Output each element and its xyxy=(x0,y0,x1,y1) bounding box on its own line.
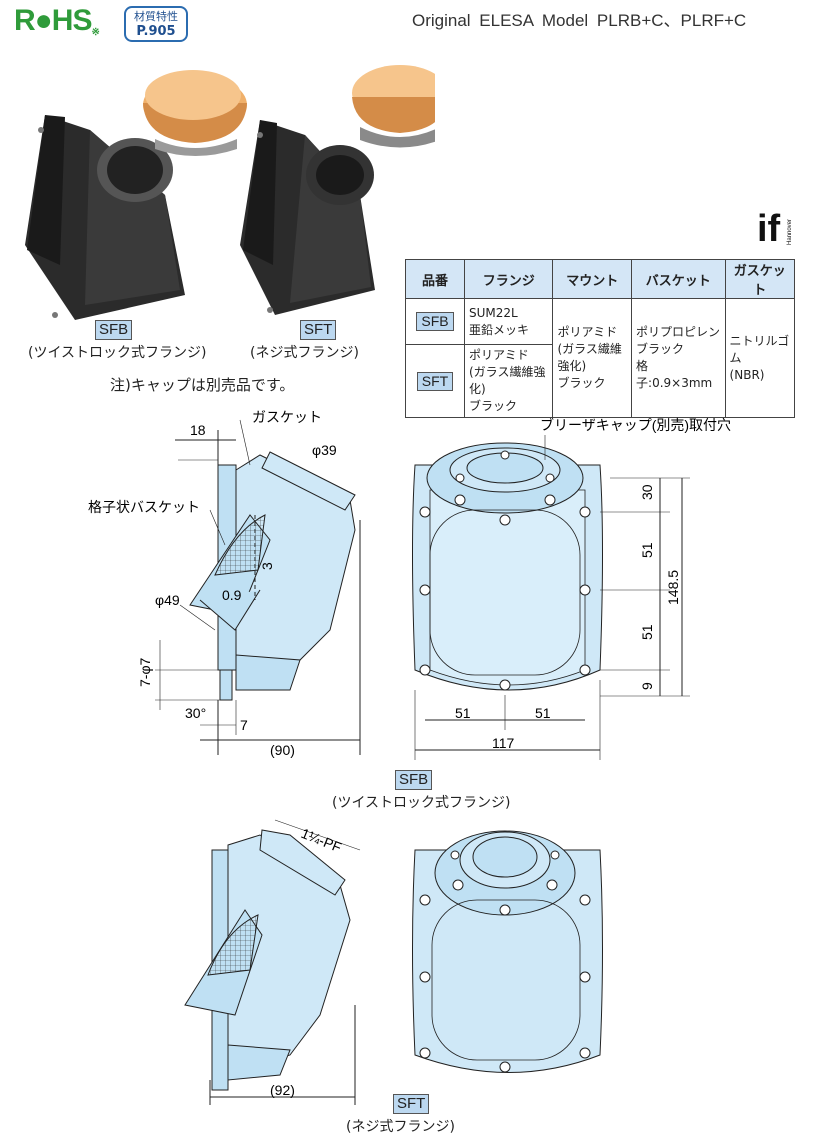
row-flange: SUM22L 亜鉛メッキ xyxy=(463,298,554,345)
dim-d49: φ49 xyxy=(155,592,180,608)
header-basket: バスケット xyxy=(631,259,726,299)
dim-0-9: 0.9 xyxy=(222,587,242,603)
dim-51-upper: 51 xyxy=(639,542,655,558)
dim-51-h2: 51 xyxy=(535,705,551,721)
material-page: P.905 xyxy=(136,24,176,39)
mount-line: (ガラス繊維強化) xyxy=(557,342,622,373)
dim-90: (90) xyxy=(270,742,295,758)
flange-line: SUM22L xyxy=(469,305,518,320)
dim-92: (92) xyxy=(270,1082,295,1098)
header-code: 品番 xyxy=(405,259,465,299)
table-header-row: 品番 フランジ マウント バスケット ガスケット xyxy=(405,259,796,299)
table-row: SFB SUM22L 亜鉛メッキ ポリアミド (ガラス繊維強化) ブラック ポリ… xyxy=(405,298,796,418)
basket-cell: ポリプロピレン ブラック 格子:0.9×3mm xyxy=(631,298,726,418)
mount-cell: ポリアミド (ガラス繊維強化) ブラック xyxy=(552,298,633,418)
breather-label: ブリーザキャップ(別売)取付穴 xyxy=(540,417,731,433)
dim-51-lower: 51 xyxy=(639,624,655,640)
rohs-logo: R●HS※ xyxy=(14,4,100,38)
product-photos xyxy=(25,65,435,320)
rohs-text: R●HS xyxy=(14,4,92,37)
sft-drawing: 1¼-PF (92) xyxy=(184,819,603,1105)
row-flange: ポリアミド (ガラス繊維強化) ブラック xyxy=(463,344,554,418)
sft-photo-caption: (ネジ式フランジ) xyxy=(250,345,359,361)
gasket-line: (NBR) xyxy=(729,367,765,382)
sfb-drawing-code: SFB xyxy=(395,770,433,790)
sfb-drawing: 18 ガスケット φ39 格子状バスケット 3 0.9 φ49 7-φ7 30°… xyxy=(88,409,731,760)
flange-line: ポリアミド xyxy=(469,348,529,362)
row-code: SFB xyxy=(416,312,454,331)
mount-line: ポリアミド xyxy=(557,325,618,339)
gasket-line: ニトリルゴム xyxy=(729,333,790,365)
sft-photo-code: SFT xyxy=(300,320,337,340)
gasket-cell: ニトリルゴム (NBR) xyxy=(724,298,796,418)
basket-label: 格子状バスケット xyxy=(88,499,200,515)
if-award-logo: if Hannover xyxy=(757,208,793,249)
if-logo-sub: Hannover xyxy=(787,219,793,245)
dim-18: 18 xyxy=(190,422,206,438)
mount-line: ブラック xyxy=(557,376,606,390)
sft-drawing-caption: (ネジ式フランジ) xyxy=(346,1119,455,1135)
row-code: SFT xyxy=(416,371,454,391)
flange-line: (ガラス繊維強化) xyxy=(469,365,546,396)
sfb-photo xyxy=(25,70,247,320)
material-badge[interactable]: 材質特性 P.905 xyxy=(124,6,188,42)
dim-117: 117 xyxy=(492,735,515,751)
material-label: 材質特性 xyxy=(134,10,178,23)
flange-line: 亜鉛メッキ xyxy=(469,322,530,337)
sfb-photo-caption: (ツイストロック式フランジ) xyxy=(28,345,207,361)
dim-9: 9 xyxy=(639,682,655,690)
header-mount: マウント xyxy=(552,259,633,299)
header-gasket: ガスケット xyxy=(724,259,796,299)
basket-line: ブラック xyxy=(636,342,685,356)
sft-photo xyxy=(240,65,435,315)
page-title: Original ELESA Model PLRB+C、PLRF+C xyxy=(412,11,747,30)
basket-line: 格子:0.9×3mm xyxy=(636,359,713,390)
dim-3: 3 xyxy=(259,562,275,570)
dim-7-phi7: 7-φ7 xyxy=(137,657,153,687)
dim-30deg: 30° xyxy=(185,705,206,721)
table-row: SFT ポリアミド (ガラス繊維強化) ブラック xyxy=(405,344,795,418)
basket-line: ポリプロピレン xyxy=(636,325,721,339)
gasket-label: ガスケット xyxy=(252,409,322,425)
if-logo-text: if xyxy=(757,208,781,249)
dim-51-h1: 51 xyxy=(455,705,471,721)
spec-table: 品番 フランジ マウント バスケット ガスケット SFB SUM22L 亜鉛メッ… xyxy=(405,259,796,418)
sfb-drawing-caption: (ツイストロック式フランジ) xyxy=(332,795,511,811)
dim-d39: φ39 xyxy=(312,442,337,458)
sft-drawing-code: SFT xyxy=(393,1094,430,1114)
cap-note: 注)キャップは別売品です。 xyxy=(110,376,295,394)
dim-148-5: 148.5 xyxy=(665,570,681,605)
header-flange: フランジ xyxy=(463,259,554,299)
dim-30: 30 xyxy=(639,484,655,500)
sfb-photo-code: SFB xyxy=(95,320,133,340)
flange-line: ブラック xyxy=(469,399,518,413)
rohs-mark: ※ xyxy=(91,27,99,38)
dim-7: 7 xyxy=(240,717,248,733)
